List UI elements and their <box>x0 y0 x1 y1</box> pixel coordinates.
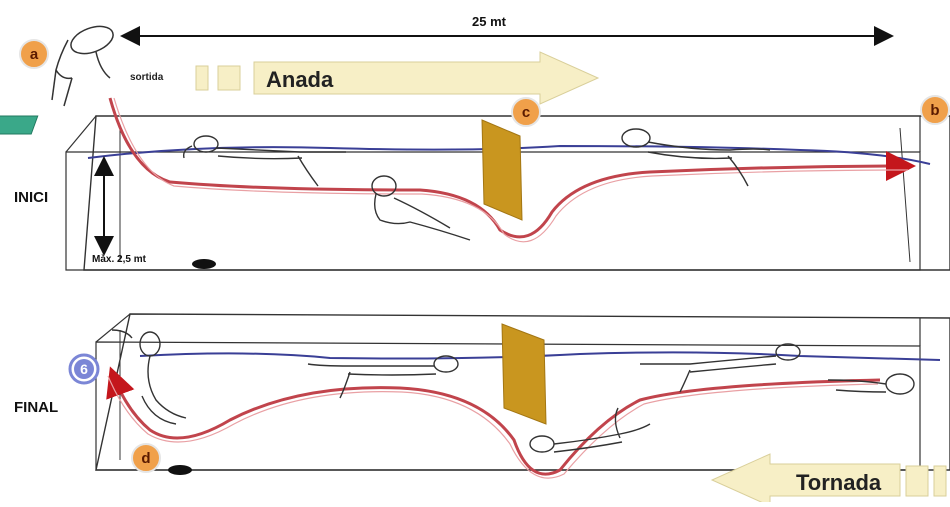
marker-c: c <box>511 97 541 127</box>
bottom-swim-path <box>106 366 881 476</box>
svg-text:b: b <box>930 102 939 119</box>
swimmer-bottom-1 <box>111 329 187 425</box>
svg-text:d: d <box>141 450 150 467</box>
distance-label: 25 mt <box>472 14 507 29</box>
return-arrow-label: Tornada <box>796 470 882 495</box>
bottom-pool-side-label: FINAL <box>14 399 58 416</box>
swimmer-bottom-3 <box>529 407 651 453</box>
top-pool-side-label: INICI <box>14 189 48 206</box>
swimmer-bottom-4 <box>639 343 801 393</box>
distance-measure: 25 mt <box>120 14 894 46</box>
swimmer-bottom-5 <box>827 373 915 395</box>
depth-indicator: Màx. 2,5 mt <box>92 156 147 265</box>
swimmer-top-3 <box>621 128 771 187</box>
svg-text:6: 6 <box>80 361 88 377</box>
top-water-line <box>87 144 931 165</box>
svg-text:a: a <box>30 46 39 63</box>
panel-bottom <box>501 323 547 425</box>
marker-b: b <box>920 95 950 125</box>
swimmer-top-2 <box>371 175 471 241</box>
marker-e: 6 <box>68 353 100 385</box>
top-swim-path <box>108 97 916 239</box>
marker-d: d <box>131 443 161 473</box>
outbound-arrow-label: Anada <box>266 67 334 92</box>
panel-top <box>481 119 523 221</box>
bottom-water-line <box>139 351 941 361</box>
outbound-arrow: Anada <box>195 51 600 105</box>
swimmer-bottom-2 <box>307 355 459 399</box>
depth-label: Màx. 2,5 mt <box>92 254 147 265</box>
start-label: sortida <box>130 72 164 83</box>
svg-text:c: c <box>522 104 530 121</box>
drain-top <box>192 259 216 269</box>
drain-bottom <box>168 465 192 475</box>
start-block-top <box>0 115 39 135</box>
start-swimmer-diving <box>51 25 114 107</box>
return-arrow: Tornada <box>710 453 947 507</box>
top-pool <box>65 115 950 271</box>
swimmer-top-1 <box>182 135 346 187</box>
marker-a: a <box>19 39 49 69</box>
